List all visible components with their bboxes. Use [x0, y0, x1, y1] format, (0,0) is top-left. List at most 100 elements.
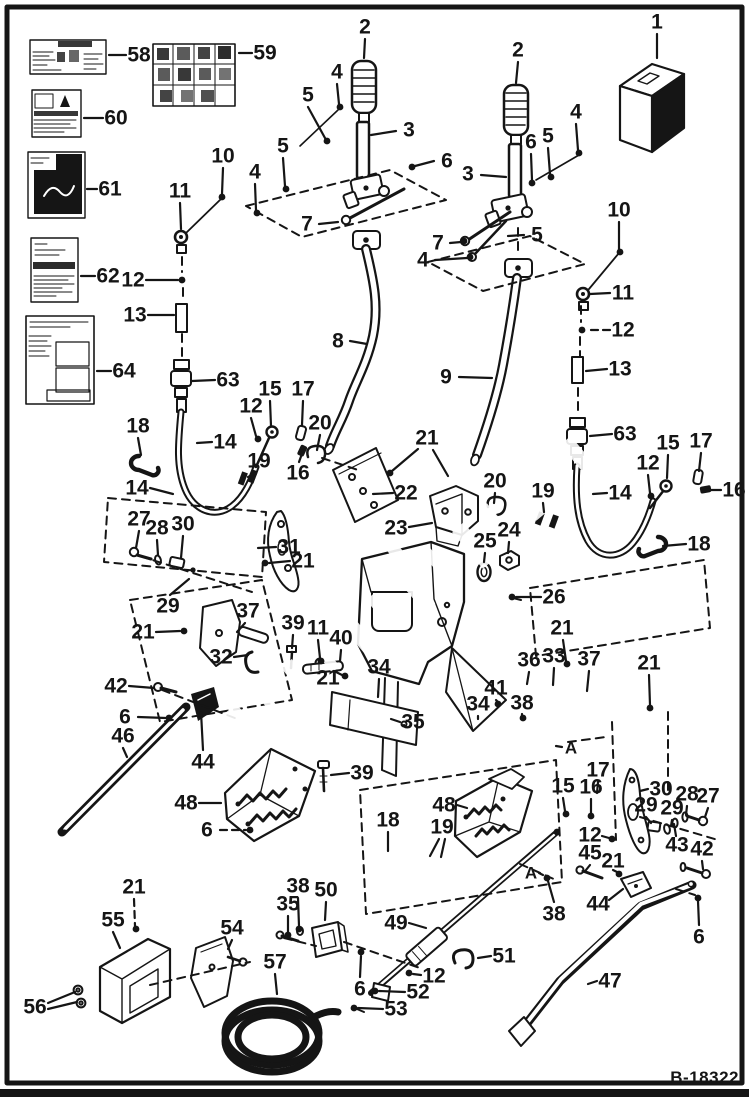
svg-text:39: 39 — [350, 762, 373, 785]
callout-8: 8 — [332, 330, 369, 353]
svg-text:14: 14 — [125, 477, 149, 500]
callout-54: 54 — [220, 917, 244, 951]
part-ball-joint-15-right — [659, 479, 673, 493]
part-clamp-tube-9 — [504, 258, 533, 278]
callout-21: 21 — [386, 427, 450, 478]
callout-46: 46 — [111, 725, 135, 759]
callout-27: 27 — [127, 508, 151, 550]
part-bolt-7-left — [340, 187, 406, 226]
svg-text:27: 27 — [696, 785, 719, 808]
svg-text:7: 7 — [301, 213, 313, 236]
svg-text:25: 25 — [473, 530, 497, 553]
callout-1: 1 — [651, 11, 663, 60]
part-lever-tube-right — [507, 142, 523, 199]
callout-39: 39 — [329, 762, 374, 785]
svg-text:12: 12 — [611, 319, 634, 342]
part-plate-37-left — [199, 599, 241, 667]
callout-44: 44 — [586, 887, 625, 916]
part-clip-20-left — [306, 444, 327, 465]
svg-text:42: 42 — [690, 838, 713, 861]
svg-text:17: 17 — [586, 759, 609, 782]
svg-text:26: 26 — [542, 586, 565, 609]
svg-text:16: 16 — [722, 479, 745, 502]
part-bar-46 — [57, 702, 191, 837]
callout-31: 31 — [256, 536, 301, 559]
svg-text:41: 41 — [484, 677, 508, 700]
part-plate-22 — [332, 447, 399, 523]
callout-19: 19 — [246, 450, 271, 479]
svg-text:19: 19 — [247, 450, 270, 473]
callout-A: A — [554, 739, 577, 758]
part-plate-54 — [190, 936, 248, 1008]
callout-35: 35 — [276, 893, 300, 939]
svg-text:12: 12 — [636, 452, 659, 475]
callout-57: 57 — [263, 951, 287, 996]
svg-text:22: 22 — [394, 482, 417, 505]
part-pivot-bracket-left — [342, 173, 390, 210]
callout-4: 4 — [331, 61, 344, 111]
svg-text:5: 5 — [302, 84, 314, 107]
callout-2: 2 — [359, 16, 371, 60]
callout-5: 5 — [542, 125, 555, 181]
svg-text:37: 37 — [577, 648, 600, 671]
callout-45: 45 — [578, 842, 602, 872]
decal-59 — [152, 43, 236, 107]
svg-text:38: 38 — [542, 903, 566, 926]
part-grip-boot-right — [502, 83, 530, 145]
callout-9: 9 — [440, 366, 494, 389]
svg-text:45: 45 — [578, 842, 602, 865]
svg-text:14: 14 — [608, 482, 632, 505]
callout-21: 21 — [601, 850, 625, 878]
svg-text:28: 28 — [145, 517, 169, 540]
part-pin-17-left — [294, 424, 308, 442]
svg-text:16: 16 — [286, 462, 309, 485]
callout-61: 61 — [85, 178, 122, 201]
callout-11: 11 — [588, 282, 634, 305]
svg-text:53: 53 — [384, 998, 407, 1021]
callout-21: 21 — [131, 621, 188, 644]
callout-36: 36 — [517, 649, 541, 686]
svg-text:38: 38 — [286, 875, 310, 898]
svg-text:6: 6 — [525, 131, 537, 154]
svg-text:21: 21 — [291, 550, 315, 573]
svg-text:43: 43 — [665, 834, 688, 857]
part-plate-31 — [267, 510, 300, 593]
part-hose-coil-57 — [221, 997, 342, 1076]
svg-text:46: 46 — [111, 725, 134, 748]
callout-17: 17 — [586, 759, 610, 795]
callout-18: 18 — [661, 533, 711, 556]
callout-38: 38 — [542, 874, 566, 926]
callout-38: 38 — [286, 875, 310, 933]
svg-text:47: 47 — [598, 970, 621, 993]
part-clip-51 — [452, 948, 475, 970]
svg-text:63: 63 — [216, 369, 239, 392]
svg-text:40: 40 — [329, 627, 352, 650]
svg-text:6: 6 — [354, 978, 366, 1001]
callout-28: 28 — [675, 783, 699, 817]
callout-5: 5 — [506, 224, 543, 247]
svg-text:11: 11 — [169, 180, 192, 203]
svg-text:52: 52 — [406, 981, 429, 1004]
callout-6: 6 — [201, 819, 254, 842]
svg-text:2: 2 — [359, 16, 371, 39]
callout-25: 25 — [473, 530, 497, 564]
callout-26: 26 — [508, 586, 566, 609]
page-border — [4, 4, 745, 1086]
callout-44: 44 — [191, 710, 215, 774]
callout-29: 29 — [156, 577, 191, 618]
callout-14: 14 — [591, 482, 632, 505]
callout-11: 11 — [307, 617, 329, 665]
callout-12: 12 — [578, 824, 616, 847]
callout-13: 13 — [123, 304, 176, 327]
svg-text:50: 50 — [314, 879, 337, 902]
callout-39: 39 — [281, 612, 305, 650]
svg-text:21: 21 — [316, 667, 340, 690]
callout-59: 59 — [237, 42, 277, 65]
callout-A: A — [525, 864, 545, 883]
svg-text:35: 35 — [276, 893, 300, 916]
callout-6: 6 — [354, 948, 366, 1001]
callout-7: 7 — [301, 213, 340, 236]
svg-text:8: 8 — [332, 330, 344, 353]
svg-text:21: 21 — [415, 427, 439, 450]
